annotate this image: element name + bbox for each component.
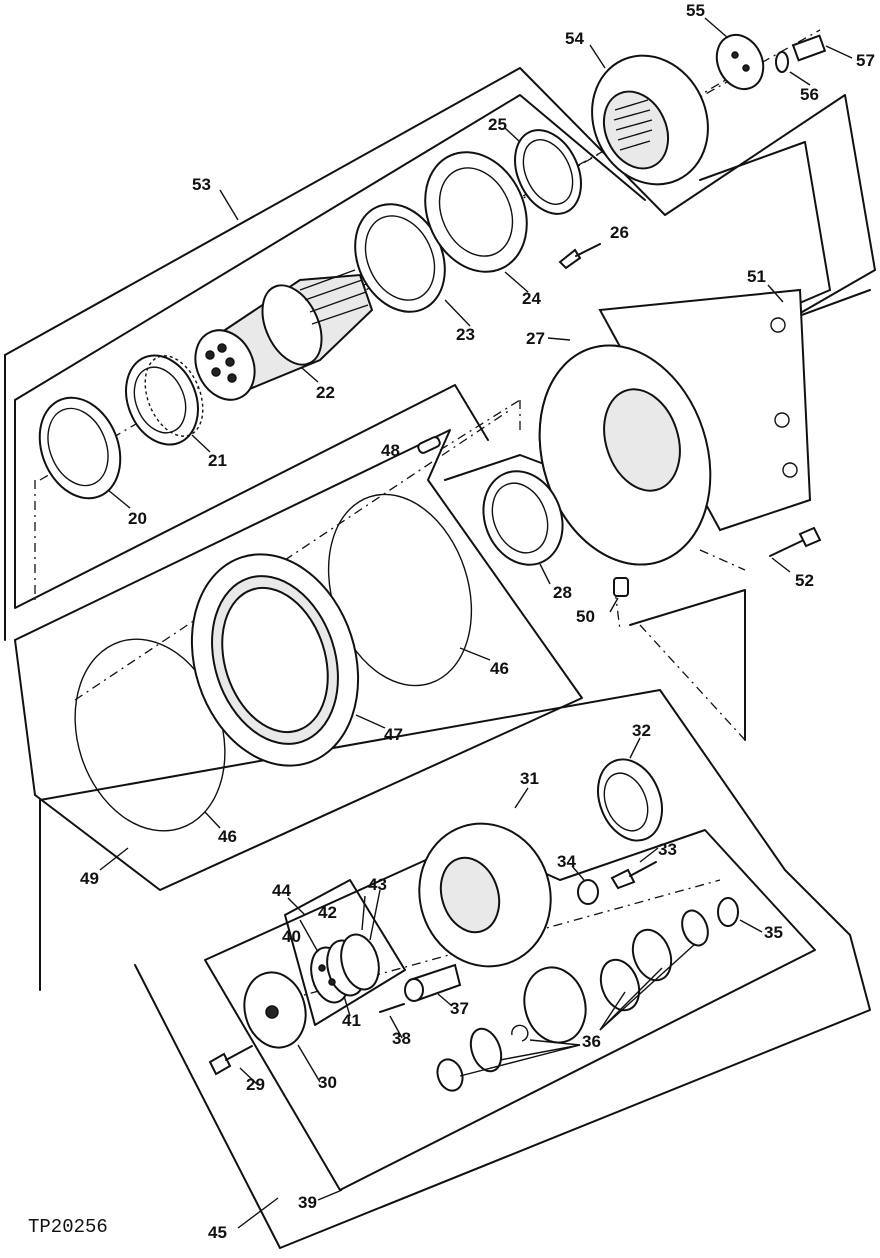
part-31-carrier	[418, 822, 552, 968]
leader-lines	[99, 17, 853, 1229]
part-38-pin	[379, 1003, 405, 1013]
callout-labels: 53 20 21 22 23 24 25 26 27 28 29 30 31 3…	[80, 1, 875, 1242]
callout-32: 32	[632, 721, 651, 740]
part-35-snap-ring	[717, 897, 739, 927]
figure-id: TP20256	[28, 1216, 108, 1238]
part-57-bolt	[791, 34, 827, 62]
group-outline-inner-top	[14, 94, 831, 609]
callout-57: 57	[856, 51, 875, 70]
part-29-bolt	[208, 1045, 253, 1076]
callout-27: 27	[526, 329, 545, 348]
callout-48: 48	[381, 441, 400, 460]
part-33-bolt	[610, 861, 657, 890]
callout-37: 37	[450, 999, 469, 1018]
callout-56: 56	[800, 85, 819, 104]
part-27-housing	[538, 288, 812, 566]
callout-24: 24	[522, 289, 541, 308]
callout-28: 28	[553, 583, 572, 602]
callout-41: 41	[342, 1011, 361, 1030]
callout-47: 47	[384, 725, 403, 744]
part-22-splined-shaft	[194, 269, 374, 401]
callout-46-lower: 46	[218, 827, 237, 846]
callout-21: 21	[208, 451, 227, 470]
callout-38: 38	[392, 1029, 411, 1048]
part-50-plug	[613, 577, 629, 597]
callout-26: 26	[610, 223, 629, 242]
callout-31: 31	[520, 769, 539, 788]
part-55-plate	[715, 33, 765, 91]
callout-34: 34	[557, 852, 576, 871]
callout-36: 36	[582, 1032, 601, 1051]
group-outline-53	[4, 67, 876, 641]
part-48-pin	[417, 436, 441, 454]
part-20-bearing-cup	[38, 396, 122, 500]
part-52-bolt	[769, 526, 822, 557]
callout-35: 35	[764, 923, 783, 942]
callout-33: 33	[658, 840, 677, 859]
callout-43: 43	[368, 875, 387, 894]
part-25-ring-seal	[514, 129, 582, 215]
callout-20: 20	[128, 509, 147, 528]
callout-52: 52	[795, 571, 814, 590]
part-24-retainer	[424, 151, 528, 273]
part-30-cover	[243, 971, 307, 1049]
group-outline-47	[14, 429, 583, 891]
part-36-gear-set	[436, 909, 709, 1092]
callout-49: 49	[80, 869, 99, 888]
callout-39: 39	[298, 1193, 317, 1212]
part-28-bearing-cup	[482, 470, 564, 566]
part-34-washer	[577, 879, 599, 905]
part-26-bolt	[558, 243, 601, 270]
part-40-42-washers	[310, 933, 380, 1004]
callout-25: 25	[488, 115, 507, 134]
part-47-ring-gear	[190, 553, 360, 767]
part-21-bearing-cone	[125, 354, 204, 446]
callout-22: 22	[316, 383, 335, 402]
callout-44: 44	[272, 881, 291, 900]
part-23-seal-plate	[354, 203, 446, 313]
callout-51: 51	[747, 267, 766, 286]
part-56-washer	[775, 51, 789, 73]
callout-55: 55	[686, 1, 705, 20]
callout-23: 23	[456, 325, 475, 344]
callout-54: 54	[565, 29, 584, 48]
callout-40: 40	[282, 927, 301, 946]
part-54-sprocket	[591, 54, 709, 186]
callout-53: 53	[192, 175, 211, 194]
callout-45: 45	[208, 1223, 227, 1242]
callout-50: 50	[576, 607, 595, 626]
callout-42: 42	[318, 903, 337, 922]
callout-30: 30	[318, 1073, 337, 1092]
part-32-bearing	[597, 758, 663, 842]
callout-29: 29	[246, 1075, 265, 1094]
callout-46-upper: 46	[490, 659, 509, 678]
part-37-pin	[404, 963, 462, 1002]
